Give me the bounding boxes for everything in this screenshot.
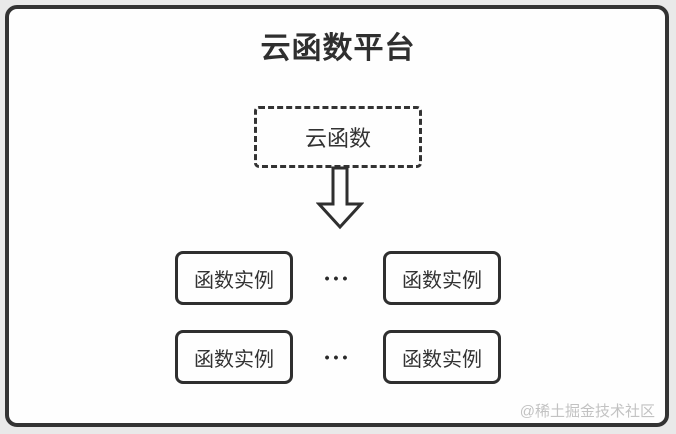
function-instance-label: 函数实例	[402, 348, 482, 371]
cloud-function-box: 云函数	[254, 106, 422, 168]
function-instance-box: 函数实例	[175, 330, 293, 384]
function-instance-label: 函数实例	[402, 269, 482, 292]
function-instance-box: 函数实例	[175, 251, 293, 305]
ellipsis-dots: •••	[324, 349, 352, 365]
function-instance-label: 函数实例	[194, 269, 274, 292]
diagram-title: 云函数平台	[260, 32, 416, 65]
cloud-function-label: 云函数	[304, 126, 371, 151]
function-instance-label: 函数实例	[194, 348, 274, 371]
down-arrow-icon	[316, 166, 364, 230]
function-instance-box: 函数实例	[383, 330, 501, 384]
function-instance-box: 函数实例	[383, 251, 501, 305]
ellipsis-dots: •••	[324, 270, 352, 286]
watermark-text: @稀土掘金技术社区	[519, 403, 655, 420]
